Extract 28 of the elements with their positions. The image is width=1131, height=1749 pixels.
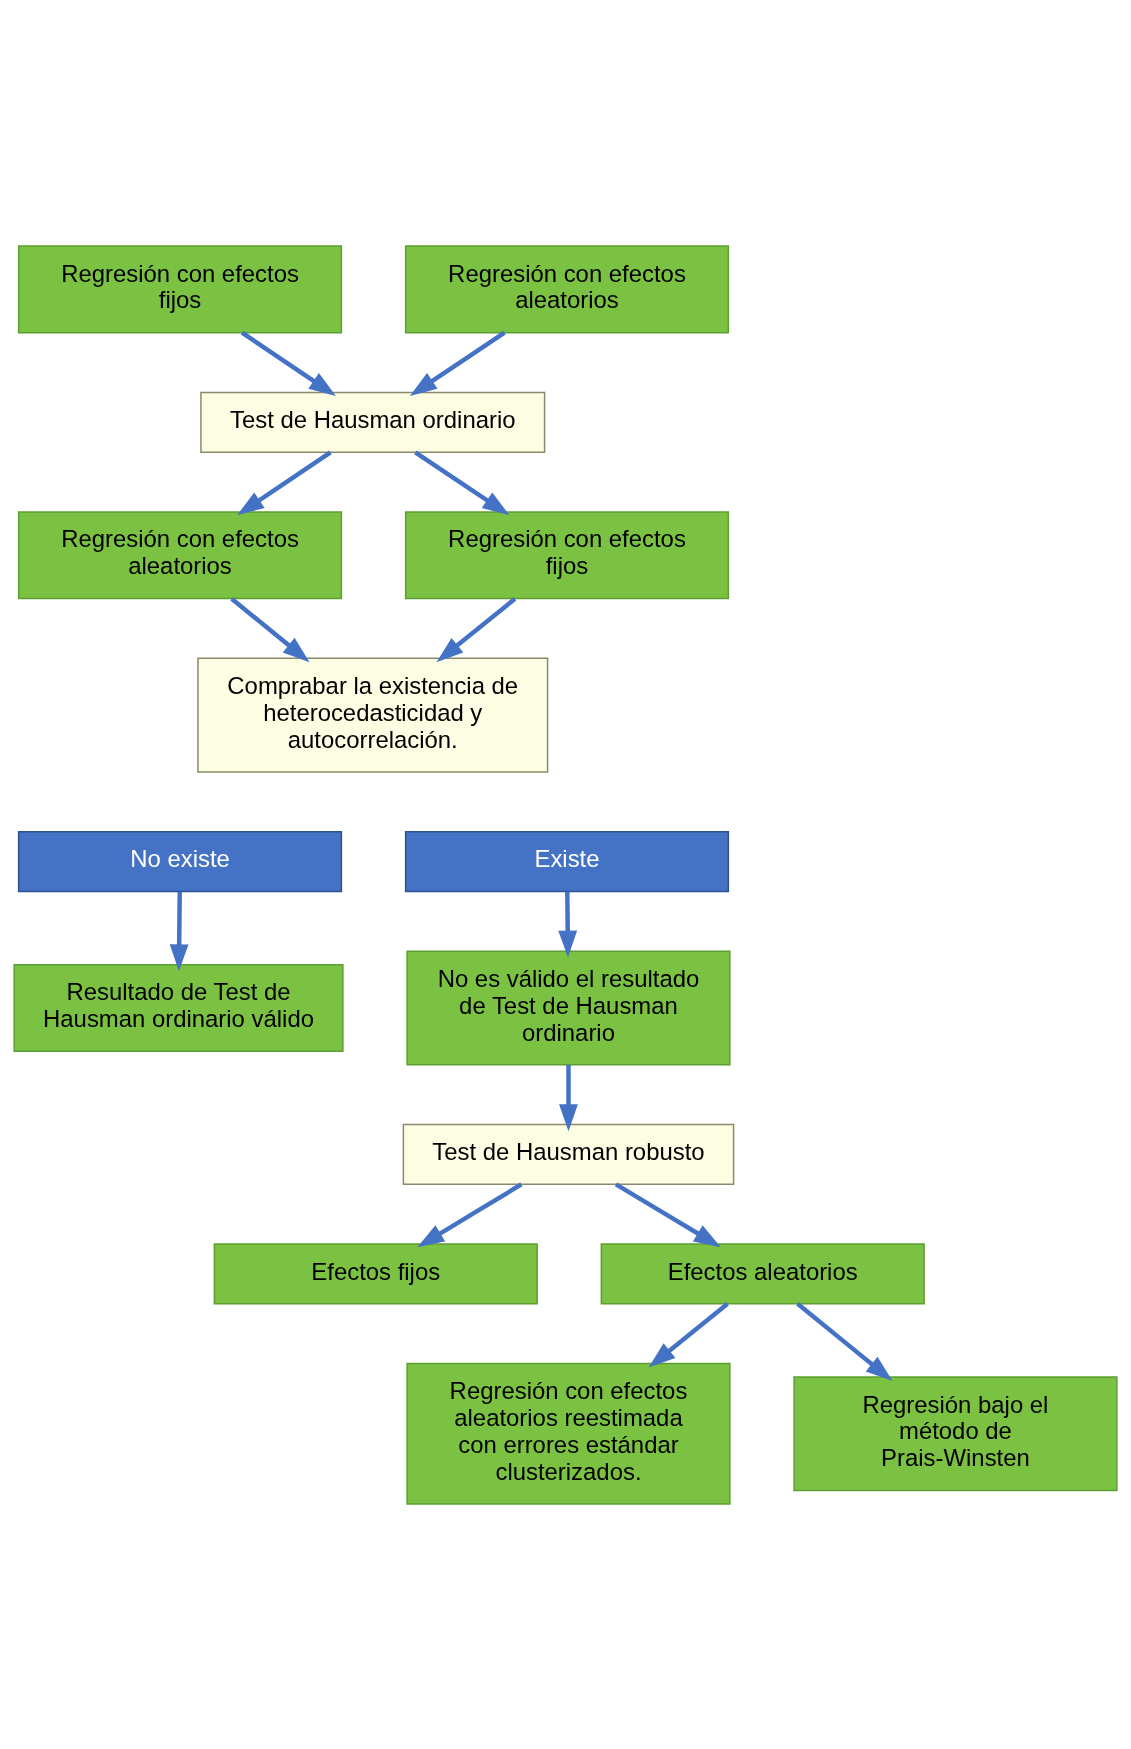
node-box: Regresión con efectos fijos — [404, 510, 730, 599]
arrow — [409, 330, 506, 396]
node-box: Test de Hausman robusto — [402, 1123, 735, 1185]
arrow — [559, 1064, 578, 1131]
node-box: Regresión con efectos fijos — [17, 244, 343, 333]
node-box: No es válido el resultado de Test de Hausman ordinario — [406, 949, 731, 1065]
arrow — [436, 596, 517, 662]
node-box: Comprabar la existencia de heterocedasticidad y autocorrelación. — [197, 657, 549, 773]
node-box: No existe — [17, 830, 343, 892]
node-box: Regresión bajo el método de Prais-Winsten — [793, 1375, 1118, 1491]
node-box: Regresión con efectos aleatorios — [17, 510, 343, 599]
node-box: Regresión con efectos aleatorios — [404, 244, 730, 333]
node-box: Existe — [404, 830, 730, 892]
arrow — [796, 1301, 893, 1381]
node-box: Regresión con efectos aleatorios reestimada con errores estándar clusterizados. — [406, 1362, 731, 1505]
arrow — [169, 891, 189, 971]
arrow — [237, 449, 332, 515]
arrow — [240, 330, 336, 396]
arrow — [417, 1182, 523, 1247]
arrow — [414, 449, 510, 515]
arrow — [230, 596, 310, 662]
node-box: Efectos fijos — [213, 1242, 538, 1305]
arrow — [558, 891, 578, 958]
node-box: Test de Hausman ordinario — [200, 391, 546, 453]
node-box: Resultado de Test de Hausman ordinario válido — [13, 963, 344, 1052]
arrow — [648, 1301, 729, 1368]
node-box: Efectos aleatorios — [600, 1242, 925, 1305]
arrow — [614, 1181, 721, 1247]
